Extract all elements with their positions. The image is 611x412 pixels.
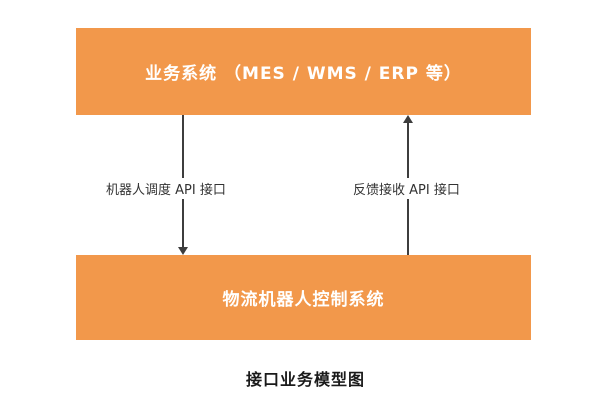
- robot-control-system-label: 物流机器人控制系统: [222, 290, 385, 310]
- dispatch-api-label: 机器人调度 API 接口: [103, 178, 229, 199]
- robot-control-system-box: 物流机器人控制系统: [76, 255, 531, 340]
- arrow-down-icon: [178, 247, 188, 255]
- business-system-box: 业务系统 （MES / WMS / ERP 等）: [76, 28, 531, 115]
- feedback-api-label: 反馈接收 API 接口: [350, 178, 463, 199]
- arrow-up-icon: [403, 115, 413, 123]
- business-system-label: 业务系统 （MES / WMS / ERP 等）: [145, 64, 462, 84]
- diagram-caption: 接口业务模型图: [245, 370, 365, 389]
